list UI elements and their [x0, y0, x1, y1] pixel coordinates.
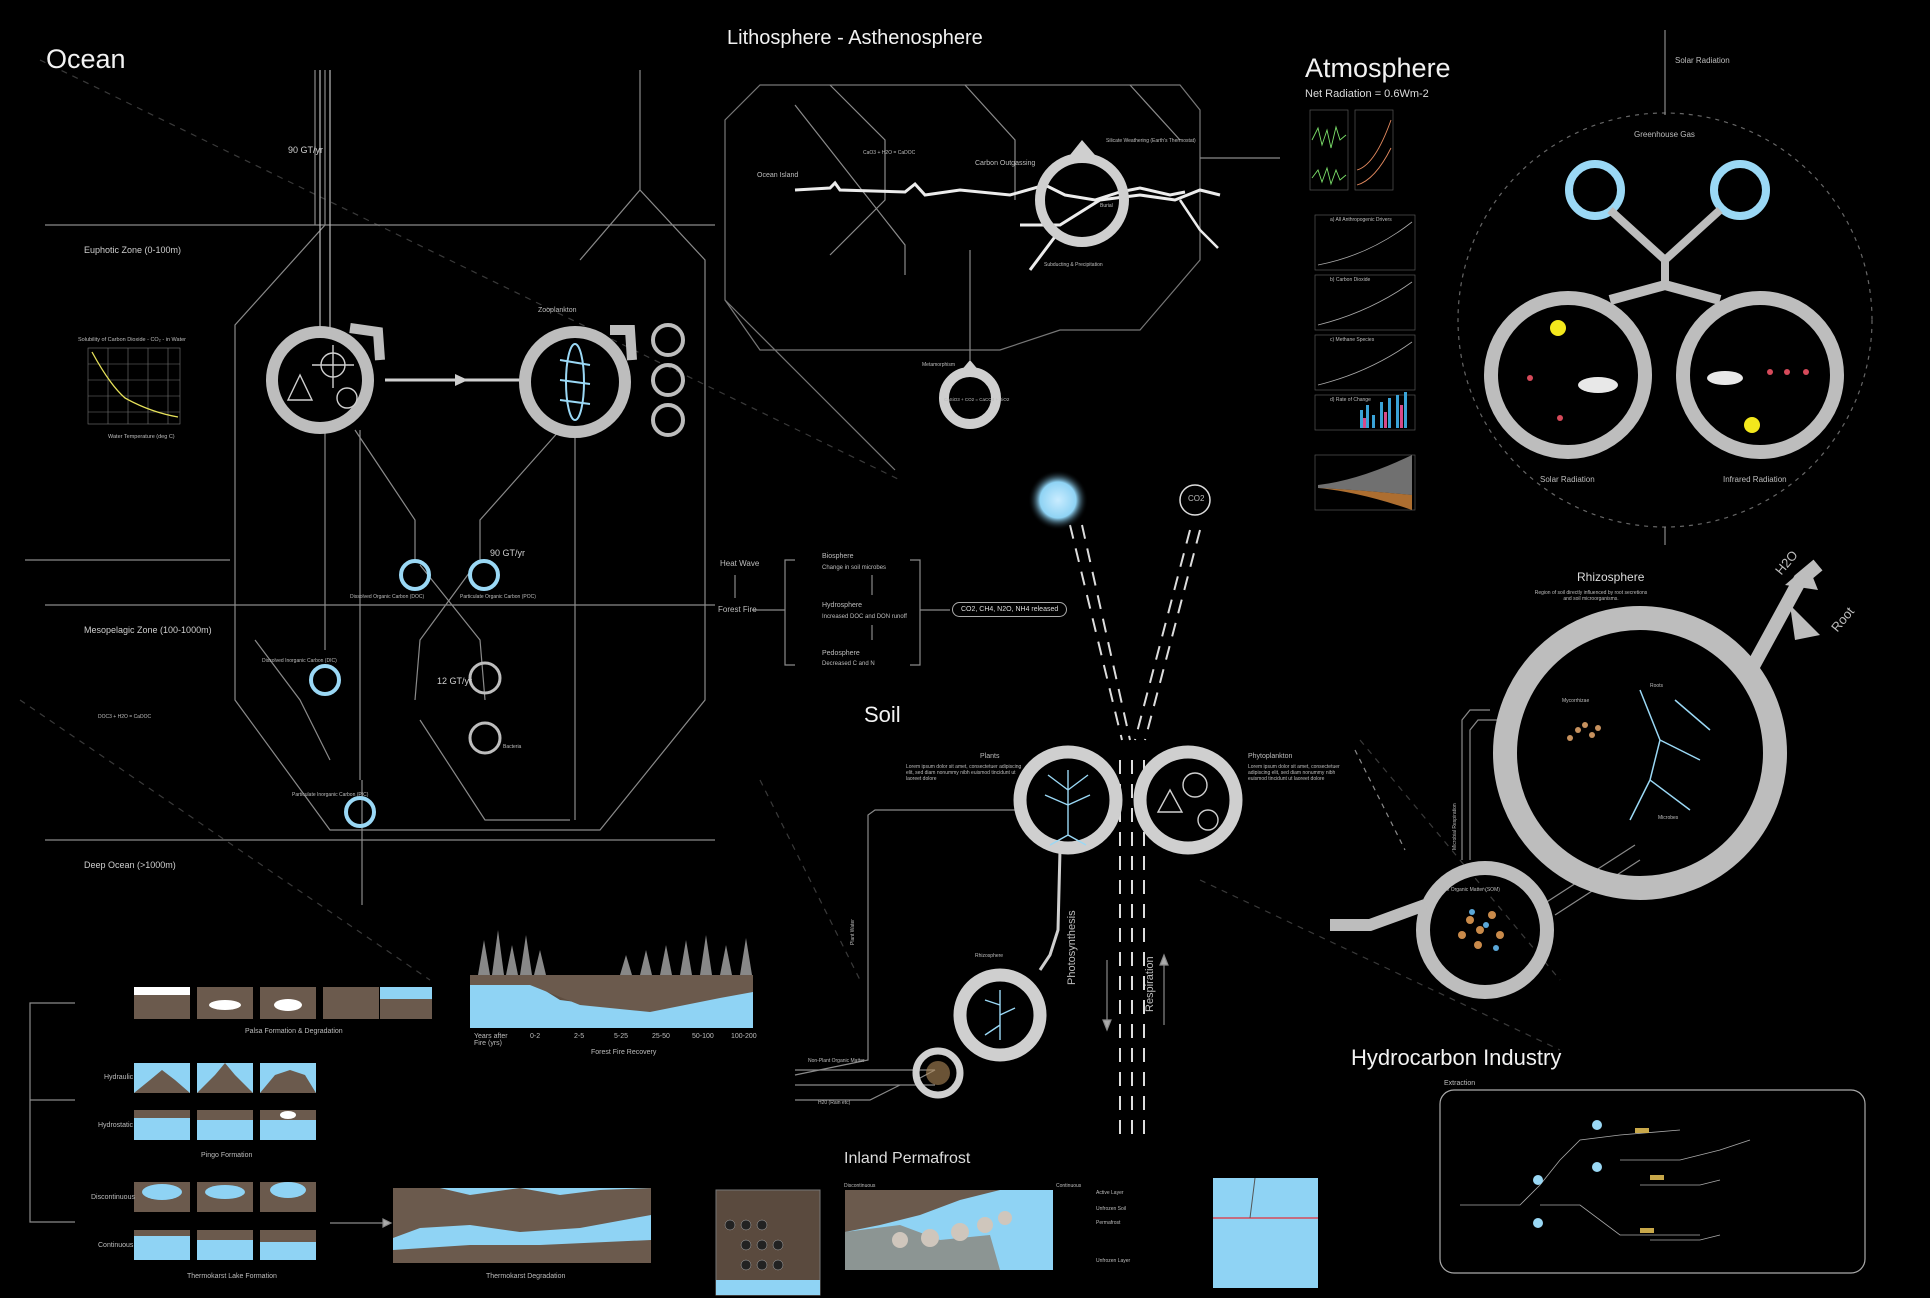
chart-label-d: d) Rate of Change	[1330, 397, 1371, 403]
microbes-label: Microbes	[1658, 815, 1679, 821]
ocean-equation: DOC3 + H2O = CaDOC	[98, 714, 152, 720]
infrared-radiation-label: Infrared Radiation	[1723, 475, 1787, 484]
chart-label-a: a) All Anthropogenic Drivers	[1330, 217, 1392, 223]
discontinuous-label: Discontinuous	[91, 1194, 135, 1201]
solubility-graph-xlabel: Water Temperature (deg C)	[108, 434, 175, 440]
solar-radiation-top-label: Solar Radiation	[1675, 56, 1730, 65]
plants-desc: Lorem ipsum dolor sit amet, consectetuer…	[906, 764, 1022, 782]
palsa-label: Palsa Formation & Degradation	[245, 1028, 343, 1035]
permafrost-label: Permafrost	[1096, 1220, 1121, 1226]
ocean-flux-low: 12 GT/yr	[437, 676, 473, 686]
microbial-respiration-label: Microbial Respiration	[1452, 803, 1458, 850]
litho-title: Lithosphere - Asthenosphere	[727, 27, 983, 49]
phytoplankton-desc: Lorem ipsum dolor sit amet, consectetuer…	[1248, 764, 1340, 782]
deep-ocean-label: Deep Ocean (>1000m)	[84, 860, 176, 870]
year-tick-2: 5-25	[614, 1033, 629, 1040]
ocean-island-label: Ocean Island	[757, 172, 799, 179]
extraction-label: Extraction	[1444, 1080, 1476, 1087]
active-layer-label: Active Layer	[1096, 1190, 1124, 1196]
forest-fire-recovery-label: Forest Fire Recovery	[591, 1049, 657, 1056]
litho-eq-bottom: CaSiO3 + CO2 = CaCO3 + SiO2	[944, 397, 1010, 402]
metamorphism-label: Metamorphism	[922, 362, 956, 368]
pedosphere-label: Pedosphere	[822, 650, 860, 657]
silicate-weathering-label: Silicate Weathering (Earth's Thermostat)	[1106, 138, 1196, 144]
ocean-flux-mid: 90 GT/yr	[490, 548, 526, 558]
inland-permafrost-title: Inland Permafrost	[844, 1150, 971, 1167]
inland-discontinuous: Discontinuous	[844, 1183, 876, 1189]
plant-water-label: Plant Water	[850, 919, 856, 945]
phytoplankton-ring	[266, 323, 637, 438]
hydrostatic-label: Hydrostatic	[98, 1122, 134, 1129]
rhizosphere-small-label: Rhizosphere	[975, 953, 1004, 959]
chart-label-b: b) Carbon Dioxide	[1330, 277, 1371, 283]
hydrocarbon-title: Hydrocarbon Industry	[1351, 1045, 1562, 1070]
unfrozen-layer-label: Unfrozen Layer	[1096, 1258, 1131, 1264]
mycorrhizae-label: Mycorrhizae	[1562, 698, 1590, 704]
hydrosphere-sub: Increased DOC and DON runoff	[822, 614, 907, 620]
biosphere-label: Biosphere	[822, 553, 854, 560]
euphotic-zone-label: Euphotic Zone (0-100m)	[84, 245, 182, 255]
year-tick-3: 25-50	[652, 1033, 670, 1040]
pingo-label: Pingo Formation	[201, 1152, 253, 1159]
ocean-flux-top: 90 GT/yr	[288, 145, 324, 155]
burial-label: Burial	[1100, 203, 1113, 209]
net-radiation: Net Radiation = 0.6Wm-2	[1305, 88, 1429, 100]
years-after-fire-label: Years after Fire (yrs)	[474, 1033, 508, 1047]
bacteria-label: Bacteria	[503, 744, 522, 750]
atmosphere-title: Atmosphere	[1305, 53, 1451, 83]
pic-label: Particulate Inorganic Carbon (PIC)	[292, 792, 369, 798]
litho-eq-top: CaO3 + H2O = CaDOC	[863, 150, 916, 156]
inland-continuous: Continuous	[1056, 1183, 1082, 1189]
respiration-label: Respiration	[1144, 956, 1156, 1012]
hydraulic-label: Hydraulic	[104, 1074, 134, 1081]
continuous-label: Continuous	[98, 1242, 134, 1249]
year-tick-5: 100-200	[731, 1033, 757, 1040]
unfrozen-soil-label: Unfrozen Soil	[1096, 1206, 1127, 1212]
non-plant-label: Non-Plant Organic Matter	[808, 1058, 865, 1064]
rhizosphere-sub: Region of soil directly influenced by ro…	[1534, 590, 1648, 602]
photosynthesis-label: Photosynthesis	[1066, 910, 1078, 985]
released-gases-pill: CO2, CH4, N2O, NH4 released	[952, 602, 1068, 617]
rhizosphere-title: Rhizosphere	[1577, 570, 1645, 584]
poc-label: Particulate Organic Carbon (POC)	[460, 594, 536, 600]
biosphere-sub: Change in soil microbes	[822, 565, 887, 571]
greenhouse-gas-label: Greenhouse Gas	[1634, 130, 1695, 139]
solubility-graph-title: Solubility of Carbon Dioxide - CO₂ - in …	[78, 337, 186, 343]
year-tick-1: 2-5	[574, 1033, 585, 1040]
thermokarst-lake-label: Thermokarst Lake Formation	[187, 1273, 277, 1280]
pedosphere-sub: Decreased C and N	[822, 661, 875, 667]
hydrosphere-label: Hydrosphere	[822, 602, 863, 609]
subduction-label: Subducting & Precipitation	[1044, 262, 1103, 268]
thermokarst-deg-label: Thermokarst Degradation	[486, 1273, 566, 1280]
som-label: Soil Organic Matter (SOM)	[1441, 887, 1500, 893]
doc-label: Dissolved Organic Carbon (DOC)	[350, 594, 425, 600]
solar-radiation-label: Solar Radiation	[1540, 475, 1595, 484]
phytoplankton-label: Phytoplankton	[1248, 753, 1293, 760]
rain-label: H20 (Rain etc)	[818, 1100, 851, 1106]
co2-bubble-label: CO2	[1188, 494, 1205, 503]
carbon-outgassing-label: Carbon Outgassing	[975, 160, 1036, 167]
heat-wave-label: Heat Wave	[720, 559, 760, 568]
mesopelagic-zone-label: Mesopelagic Zone (100-1000m)	[84, 625, 212, 635]
year-tick-0: 0-2	[530, 1033, 541, 1040]
plants-label: Plants	[980, 753, 1000, 760]
soil-title: Soil	[864, 702, 901, 727]
dic-label: Dissolved Inorganic Carbon (DIC)	[262, 658, 337, 664]
chart-label-c: c) Methane Species	[1330, 337, 1375, 343]
year-tick-4: 50-100	[692, 1033, 714, 1040]
forest-fire-label: Forest Fire	[718, 605, 757, 614]
ocean-title: Ocean	[46, 44, 126, 74]
zooplankton-label: Zooplankton	[538, 307, 577, 314]
solubility-graph	[87, 347, 181, 425]
roots-label: Roots	[1650, 683, 1664, 689]
